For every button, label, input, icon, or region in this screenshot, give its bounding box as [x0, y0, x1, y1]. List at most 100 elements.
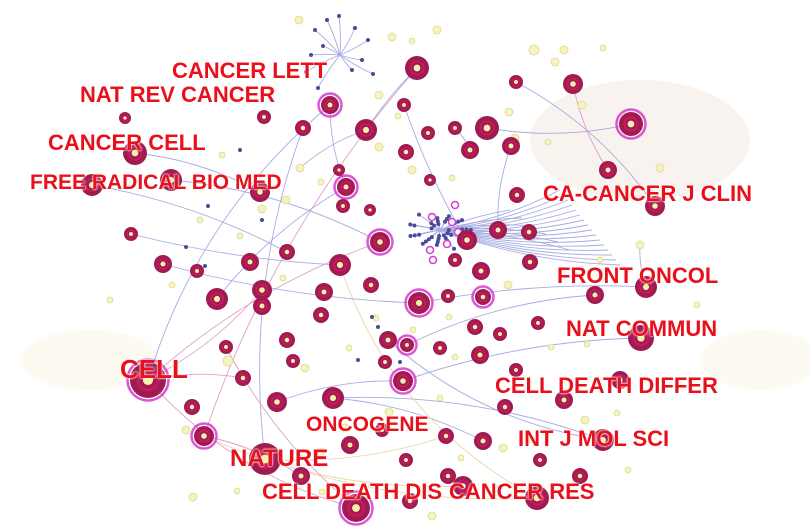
journal-node	[190, 422, 218, 450]
leaf-node	[360, 58, 364, 62]
journal-node	[457, 230, 477, 250]
minor-node	[294, 15, 304, 25]
minor-node	[106, 296, 114, 304]
journal-node	[252, 280, 272, 300]
journal-node	[402, 493, 418, 509]
journal-node	[279, 332, 295, 348]
leaf-node	[445, 231, 450, 236]
journal-node	[509, 363, 523, 377]
journal-node	[329, 254, 351, 276]
journal-node	[154, 255, 172, 273]
journal-node	[592, 429, 614, 451]
journal-node	[467, 319, 483, 335]
journal-node	[366, 228, 394, 256]
minor-node	[693, 301, 701, 309]
edge	[403, 104, 467, 241]
edge	[439, 217, 523, 231]
journal-node	[471, 346, 489, 364]
journal-node	[611, 371, 629, 389]
leaf-node	[432, 223, 437, 228]
minor-node	[222, 355, 234, 367]
journal-node	[615, 108, 647, 140]
leaf-node	[316, 86, 320, 90]
edge	[276, 380, 404, 403]
edge	[299, 129, 367, 169]
journal-node	[555, 391, 573, 409]
journal-node	[572, 468, 588, 484]
edge	[339, 264, 538, 499]
minor-node	[387, 32, 397, 42]
minor-node	[281, 195, 291, 205]
minor-node	[340, 423, 350, 433]
minor-node	[624, 466, 632, 474]
leaf-node	[337, 14, 341, 18]
journal-node	[124, 227, 138, 241]
minor-node	[544, 138, 552, 146]
leaf-node	[408, 222, 413, 227]
leaf-node	[206, 204, 210, 208]
leaf-node	[417, 232, 422, 237]
journal-nodes	[81, 56, 665, 526]
leaf-node	[443, 219, 447, 224]
minor-node	[196, 216, 204, 224]
minor-node	[445, 313, 453, 321]
minor-node	[559, 45, 569, 55]
edge	[339, 39, 369, 56]
journal-node	[448, 121, 462, 135]
journal-node	[396, 334, 418, 356]
journal-node	[206, 288, 228, 310]
journal-node	[295, 120, 311, 136]
journal-node	[375, 423, 389, 437]
edge	[264, 435, 447, 461]
journal-node	[497, 399, 513, 415]
leaf-node	[366, 38, 370, 42]
journal-node	[253, 297, 271, 315]
journal-node	[379, 331, 397, 349]
journal-node	[235, 370, 251, 386]
minor-node	[257, 204, 267, 214]
journal-node	[286, 354, 300, 368]
leaf-node	[304, 70, 308, 74]
journal-node	[474, 432, 492, 450]
minor-node	[279, 274, 287, 282]
journal-node	[313, 307, 329, 323]
edge	[147, 379, 357, 509]
hub-node	[425, 245, 435, 255]
leaf-node	[398, 360, 402, 364]
minor-node	[236, 232, 244, 240]
journal-node	[531, 316, 545, 330]
edge	[314, 29, 341, 56]
hub-node	[447, 217, 457, 227]
minor-node	[394, 112, 402, 120]
leaf-node	[203, 264, 207, 268]
edge	[203, 435, 464, 488]
minor-node	[427, 511, 437, 521]
edge	[339, 27, 356, 56]
minor-node	[503, 280, 513, 290]
edge	[305, 54, 341, 73]
label-oncogene: ONCOGENE	[306, 413, 429, 436]
edge	[225, 346, 357, 509]
minor-node	[295, 163, 305, 173]
minor-node	[599, 44, 607, 52]
label-cancer-lett: CANCER LETT	[172, 58, 328, 83]
edge	[414, 225, 441, 231]
label-front-oncol: FRONT ONCOL	[557, 263, 719, 288]
journal-node	[257, 110, 271, 124]
leaf-node	[426, 237, 431, 242]
journal-node	[315, 283, 333, 301]
leaf-node	[420, 241, 425, 246]
edge	[91, 184, 288, 253]
leaf-node	[449, 232, 454, 237]
journal-node	[249, 443, 281, 475]
edge	[310, 53, 341, 56]
minor-node	[596, 256, 604, 264]
journal-node	[461, 141, 479, 159]
journal-node	[493, 327, 507, 341]
label-cell-death-differ: CELL DEATH DIFFER	[495, 373, 718, 398]
journal-node	[398, 144, 414, 160]
journal-node	[322, 387, 344, 409]
journal-node	[292, 467, 310, 485]
journal-node	[448, 253, 462, 267]
